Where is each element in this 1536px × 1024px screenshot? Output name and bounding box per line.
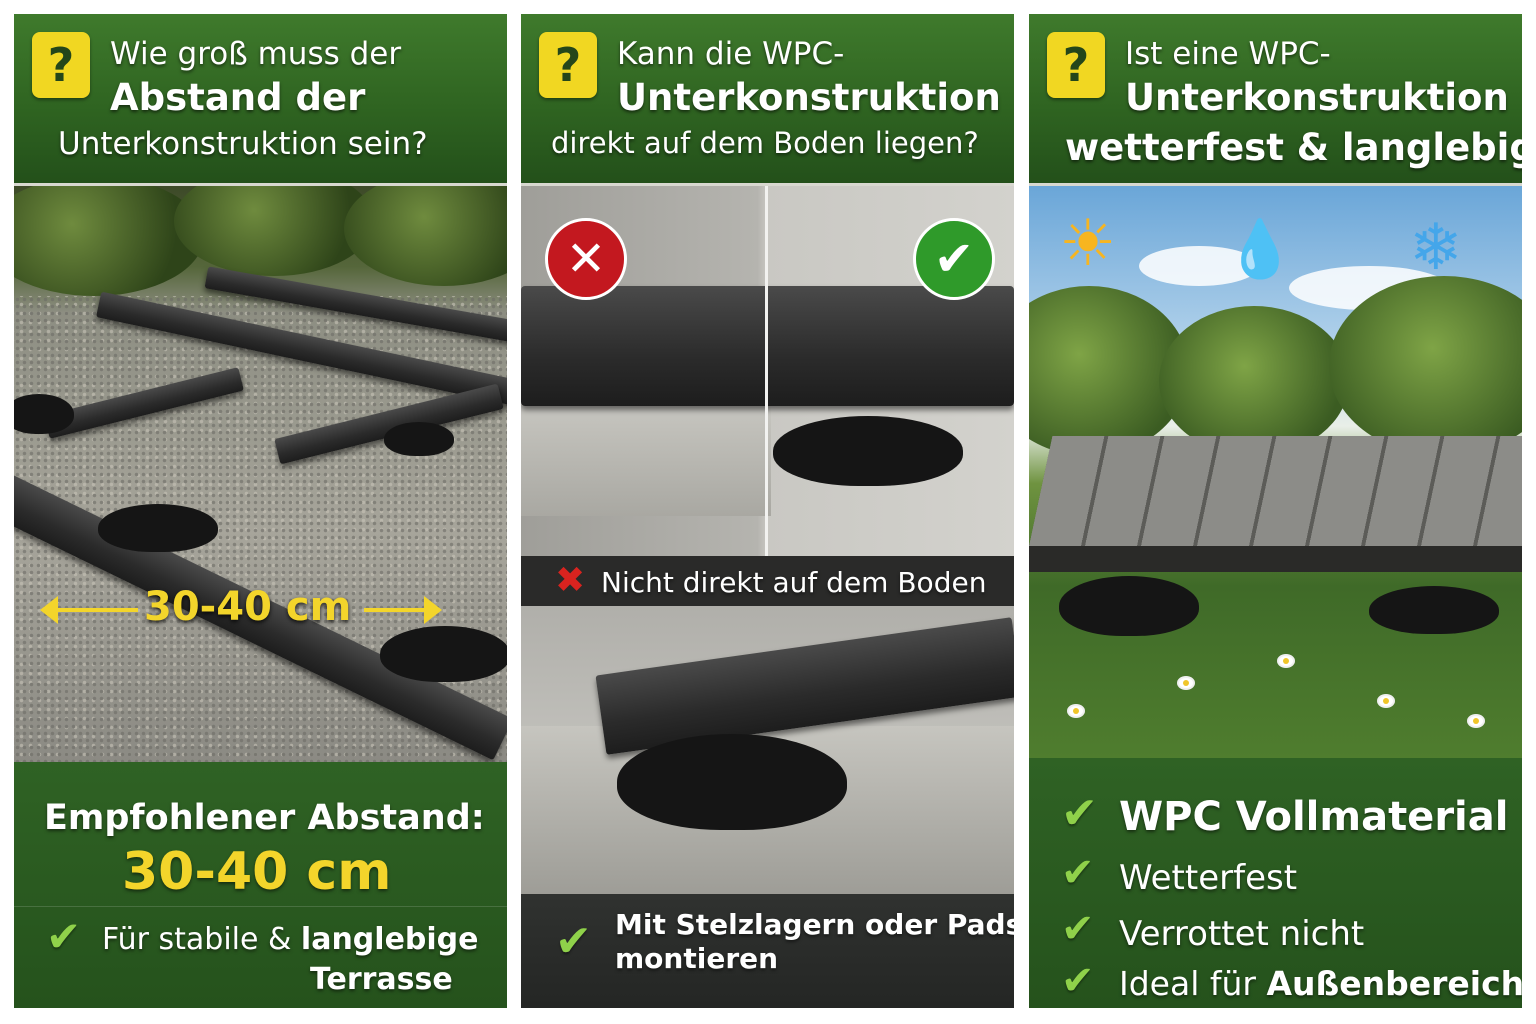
pedestal	[773, 416, 963, 486]
question-icon: ?	[539, 32, 597, 98]
check-text-bold: langlebige	[300, 922, 479, 957]
header-line-3: Unterkonstruktion sein?	[58, 126, 428, 162]
sun-icon: ☀	[1059, 207, 1117, 281]
photo-substructure-on-gravel: 30-40 cm	[14, 186, 507, 762]
panel-header: ? Ist eine WPC- Unterkonstruktion wetter…	[1029, 14, 1522, 186]
deck-boards	[1029, 436, 1522, 546]
pedestal	[1369, 586, 1499, 634]
divider	[14, 906, 507, 907]
check-icon: ✔	[1061, 850, 1095, 896]
photo-deck-in-garden: ☀ 💧 ❄	[1029, 186, 1522, 758]
tree	[1159, 306, 1349, 456]
question-icon: ?	[1047, 32, 1105, 98]
check-icon: ✔	[1061, 788, 1098, 839]
snowflake-icon: ❄	[1409, 211, 1463, 285]
check-icon: ✔	[555, 916, 592, 967]
warning-text: Nicht direkt auf dem Boden	[601, 566, 987, 599]
header-line-2: Unterkonstruktion	[617, 76, 1001, 119]
panel-header: ? Wie groß muss der Abstand der Unterkon…	[14, 14, 507, 186]
feature-4: Ideal für Außenbereiche	[1119, 964, 1522, 1003]
warning-band: ✖ Nicht direkt auf dem Boden	[521, 556, 1014, 606]
header-line-3: wetterfest & langlebig?	[1065, 126, 1522, 169]
cloud	[1139, 246, 1259, 286]
photo-pedestal-mounting	[521, 606, 1014, 894]
panel-footer: Empfohlener Abstand: 30-40 cm ✔ Für stab…	[14, 762, 507, 1008]
raindrops-icon: 💧	[1225, 217, 1295, 282]
header-line-1: Ist eine WPC-	[1125, 36, 1331, 72]
feature-2: Wetterfest	[1119, 858, 1298, 898]
feature-4-bold: Außenbereiche	[1266, 964, 1522, 1003]
arrow-left-line	[52, 608, 138, 612]
feature-4-plain: Ideal für	[1119, 964, 1256, 1003]
arrow-left-icon	[40, 596, 58, 624]
bush	[14, 186, 204, 296]
panel-weather-resistance: ? Ist eine WPC- Unterkonstruktion wetter…	[1029, 14, 1522, 1008]
footer-line-1: Mit Stelzlagern oder Pads	[615, 908, 1014, 941]
header-line-2: Unterkonstruktion	[1125, 76, 1509, 119]
check-icon: ✔	[913, 218, 995, 300]
check-icon: ✔	[46, 912, 82, 961]
pedestal	[98, 504, 218, 552]
panel-ground-contact: ? Kann die WPC- Unterkonstruktion direkt…	[521, 14, 1014, 1008]
feature-3: Verrottet nicht	[1119, 914, 1365, 954]
panel-footer: ✔ WPC Vollmaterial ✔ Wetterfest ✔ Verrot…	[1029, 758, 1522, 1008]
question-icon: ?	[32, 32, 90, 98]
pedestal	[1059, 576, 1199, 636]
panel-spacing: ? Wie groß muss der Abstand der Unterkon…	[14, 14, 507, 1008]
arrow-right-icon	[424, 596, 442, 624]
daisy	[1469, 716, 1483, 726]
x-icon: ✖	[555, 560, 586, 601]
pedestal	[617, 734, 847, 830]
footer-line-2: montieren	[615, 942, 779, 975]
feature-1: WPC Vollmaterial	[1119, 794, 1509, 840]
header-line-1: Wie groß muss der	[110, 36, 402, 72]
daisy	[1279, 656, 1293, 666]
check-text: Für stabile & langlebige	[102, 922, 479, 957]
x-icon: ✕	[545, 218, 627, 300]
panel-footer: ✔ Mit Stelzlagern oder Pads montieren	[521, 894, 1014, 1008]
tree	[1329, 276, 1522, 456]
bush	[344, 186, 507, 286]
daisy	[1179, 678, 1193, 688]
bush	[174, 186, 374, 276]
deck-edge	[1029, 546, 1522, 572]
header-line-2: Abstand der	[110, 76, 366, 119]
check-text-line-2: Terrasse	[310, 962, 453, 997]
daisy	[1379, 696, 1393, 706]
pedestal	[384, 422, 454, 456]
panel-header: ? Kann die WPC- Unterkonstruktion direkt…	[521, 14, 1014, 186]
arrow-right-line	[364, 608, 426, 612]
concrete-slab	[521, 396, 771, 516]
measure-label: 30-40 cm	[144, 584, 352, 630]
footer-title: Empfohlener Abstand:	[44, 798, 485, 838]
comparison-divider	[765, 186, 768, 556]
daisy	[1069, 706, 1083, 716]
footer-value: 30-40 cm	[122, 842, 392, 902]
header-line-3: direkt auf dem Boden liegen?	[551, 126, 979, 160]
pedestal	[380, 626, 507, 682]
photo-comparison: ✕ ✔	[521, 186, 1014, 556]
check-text-plain: Für stabile &	[102, 922, 292, 957]
check-icon: ✔	[1061, 906, 1095, 952]
pedestal	[14, 394, 74, 434]
header-line-1: Kann die WPC-	[617, 36, 845, 72]
check-icon: ✔	[1061, 958, 1095, 1004]
